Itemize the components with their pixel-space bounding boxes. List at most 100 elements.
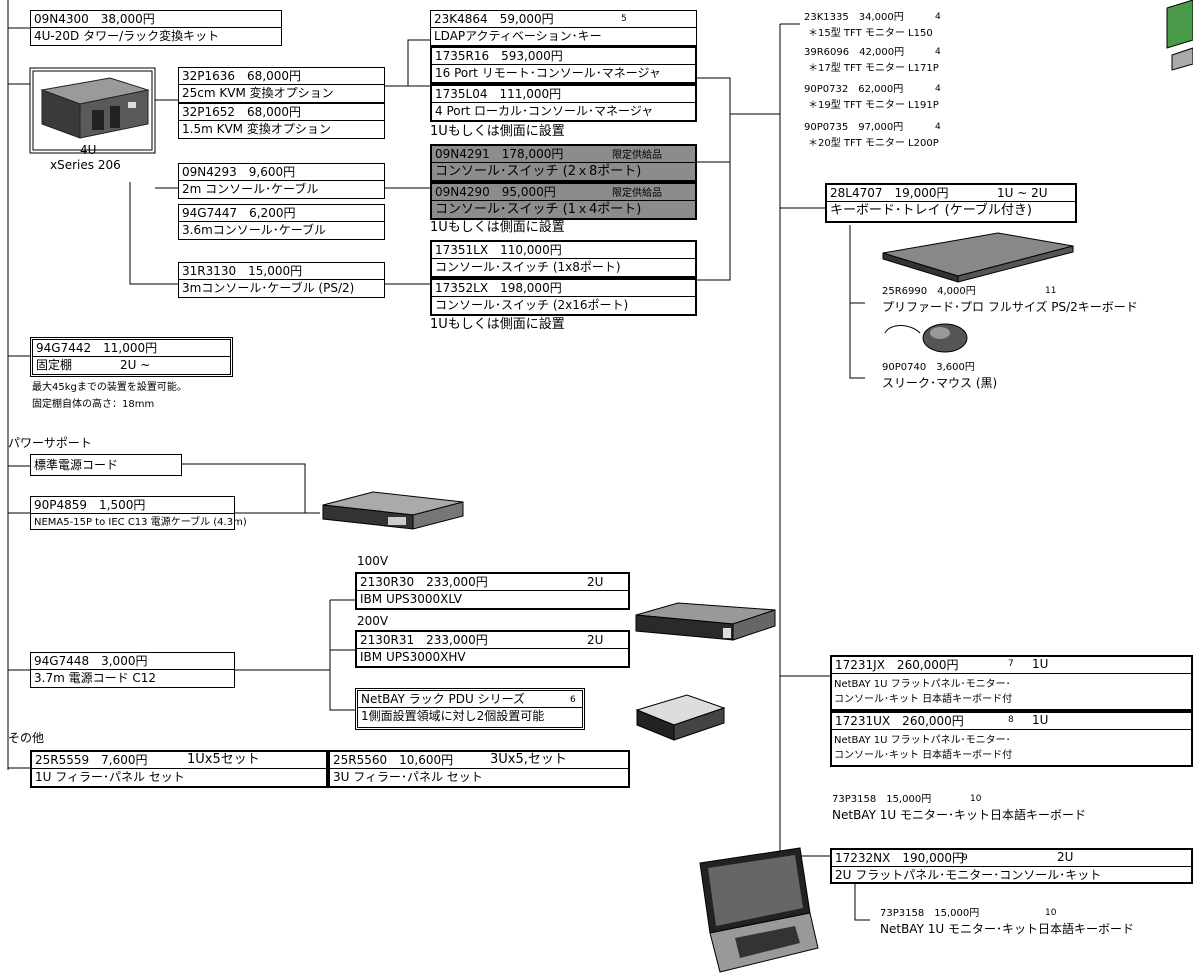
ldap-note-number: 5: [621, 14, 627, 24]
remote-console-manager-box: 1735R16 593,000円 16 Port リモート･コンソール･マネージ…: [430, 46, 697, 84]
shelf-line1: 94G7442 11,000円: [33, 340, 230, 357]
switch-2x8-line2: コンソール･スイッチ (2ｘ8ポート): [435, 164, 642, 179]
ups-xlv-line2: IBM UPS3000XLV: [360, 592, 462, 606]
mouse-line1: 90P0740 3,600円: [882, 362, 975, 373]
switch-1x4-limited: 限定供給品: [612, 188, 662, 199]
console-switch-2x16-box: 17352LX 198,000円 コンソール･スイッチ (2x16ポート): [430, 278, 697, 316]
ups-200v-label: 200V: [357, 614, 389, 628]
ups-100v-label: 100V: [357, 554, 389, 568]
power-support-title: パワーサポート: [8, 436, 92, 450]
c12-line2: 3.7m 電源コード C12: [34, 671, 157, 685]
ups-3000xhv-box: 2130R31 233,000円 2U IBM UPS3000XHV: [355, 630, 630, 668]
filler-1u-box: 25R5559 7,600円 1Ux5セット 1U フィラー･パネル セット: [30, 750, 328, 788]
flat-kit-jx-line1: 17231JX 260,000円: [832, 657, 1191, 674]
switch-2x8-line1: 09N4291 178,000円: [432, 146, 695, 163]
server-4u-label: 4U: [80, 143, 97, 157]
monitor-2-line1: 39R6096 42,000円: [804, 47, 905, 58]
shelf-box: 94G7442 11,000円 固定棚 2U ~: [30, 337, 233, 377]
shelf-line2b: 2U ~: [120, 358, 151, 372]
switch-1x4-line1: 09N4290 95,000円: [432, 184, 695, 201]
switch-1x8-line2: コンソール･スイッチ (1x8ポート): [435, 260, 621, 274]
keyboard-tray-box: 28L4707 19,000円 1U ~ 2U キーボード･トレイ (ケーブル付…: [825, 183, 1077, 223]
monitor-4-number: 4: [935, 122, 941, 132]
side-mount-note-3: 1Uもしくは側面に設置: [430, 317, 565, 332]
console-cable-1-line1: 09N4293 9,600円: [179, 164, 384, 181]
kit-kb2-number: 10: [1045, 908, 1057, 918]
kit-kb-line1: 73P3158 15,000円: [832, 794, 932, 805]
kvm-option-box-2: 32P1652 68,000円 1.5m KVM 変換オプション: [178, 103, 385, 139]
ups-image-large: [635, 602, 776, 641]
flat-2u-number: 9: [962, 853, 968, 863]
switch-1x8-line1: 17351LX 110,000円: [432, 242, 695, 259]
monitor-3-line2: ＊19型 TFT モニター L191P: [808, 100, 939, 111]
kit-kb-number: 10: [970, 794, 982, 804]
filler-3u-line1: 25R5560 10,600円: [330, 752, 628, 769]
console-cable-2-line1: 94G7447 6,200円: [179, 205, 384, 222]
lcm-line2: 4 Port ローカル･コンソール･マネージャ: [435, 104, 654, 118]
ps2-cable-box: 31R3130 15,000円 3mコンソール･ケーブル (PS/2): [178, 262, 385, 298]
monitor-3-line1: 90P0732 62,000円: [804, 84, 904, 95]
keyboard-line1: 25R6990 4,000円: [882, 286, 976, 297]
shelf-note2: 固定棚自体の高さ：18mm: [32, 399, 155, 410]
ps2-cable-line2: 3mコンソール･ケーブル (PS/2): [182, 281, 355, 295]
flat-kit-17231jx-box: 17231JX 260,000円 7 1U NetBAY 1U フラットパネル･…: [830, 655, 1193, 711]
filler-3u-size: 3Ux5,セット: [490, 752, 567, 767]
filler-1u-line2: 1U フィラー･パネル セット: [35, 770, 185, 784]
flat-kit-jx-number: 7: [1008, 659, 1014, 669]
filler-3u-line2: 3U フィラー･パネル セット: [333, 770, 483, 784]
flat-kit-jx-line3: コンソール･キット 日本語キーボード付: [834, 694, 1013, 705]
ups-xhv-line2: IBM UPS3000XHV: [360, 650, 466, 664]
ups-3000xlv-box: 2130R30 233,000円 2U IBM UPS3000XLV: [355, 572, 630, 610]
console-switch-2x8-box: 09N4291 178,000円 限定供給品 コンソール･スイッチ (2ｘ8ポー…: [430, 144, 697, 182]
server-image: [29, 67, 156, 154]
pdu-line1: NetBAY ラック PDU シリーズ: [358, 691, 582, 708]
filler-3u-box: 25R5560 10,600円 3Ux5,セット 3U フィラー･パネル セット: [328, 750, 630, 788]
flat-kit-ux-size: 1U: [1032, 713, 1049, 727]
pdu-note-number: 6: [570, 695, 576, 705]
monitor-image: [1166, 0, 1193, 71]
side-mount-note-2: 1Uもしくは側面に設置: [430, 220, 565, 235]
switch-1x4-line2: コンソール･スイッチ (1ｘ4ポート): [435, 202, 642, 217]
others-title: その他: [8, 731, 45, 745]
ups-xhv-size: 2U: [587, 633, 604, 647]
switch-2x8-limited: 限定供給品: [612, 150, 662, 161]
kvm-option-2-line2: 1.5m KVM 変換オプション: [182, 122, 331, 136]
switch-2x16-line2: コンソール･スイッチ (2x16ポート): [435, 298, 629, 312]
kvm-option-2-line1: 32P1652 68,000円: [179, 104, 384, 121]
switch-2x16-line1: 17352LX 198,000円: [432, 280, 695, 297]
mouse-image: [884, 323, 968, 353]
ldap-line1: 23K4864 59,000円: [431, 11, 696, 28]
ups-xlv-line1: 2130R30 233,000円: [357, 574, 628, 591]
monitor-1-line1: 23K1335 34,000円: [804, 12, 904, 23]
standard-power-cord-box: 標準電源コード: [30, 454, 182, 476]
console-cable-1-line2: 2m コンソール･ケーブル: [182, 182, 319, 196]
monitor-4-line2: ＊20型 TFT モニター L200P: [808, 138, 939, 149]
flat-kit-ux-line2: NetBAY 1U フラットパネル･モニター･: [834, 735, 1011, 746]
flat-2u-size: 2U: [1057, 850, 1074, 864]
flat-kit-ux-line3: コンソール･キット 日本語キーボード付: [834, 750, 1013, 761]
kvm-option-1-line2: 25cm KVM 変換オプション: [182, 86, 334, 100]
kit-kb2-line2: NetBAY 1U モニター･キット日本語キーボード: [880, 922, 1134, 936]
flat-kit-jx-line2: NetBAY 1U フラットパネル･モニター･: [834, 679, 1011, 690]
flat-kit-17232nx-box: 17232NX 190,000円 9 2U 2U フラットパネル･モニター･コン…: [830, 848, 1193, 884]
keyboard-number: 11: [1045, 286, 1057, 296]
kb-tray-line2: キーボード･トレイ (ケーブル付き): [830, 203, 1032, 218]
flat-kit-ux-line1: 17231UX 260,000円: [832, 713, 1191, 730]
kb-tray-size: 1U ~ 2U: [997, 186, 1048, 200]
monitor-2-line2: ＊17型 TFT モニター L171P: [808, 63, 939, 74]
lcm-line1: 1735L04 111,000円: [432, 86, 695, 103]
nema-line1: 90P4859 1,500円: [31, 497, 234, 514]
nema-line2: NEMA5-15P to IEC C13 電源ケーブル (4.3m): [34, 517, 247, 528]
flat-panel-kit-image: [699, 847, 819, 973]
kvm-option-box-1: 32P1636 68,000円 25cm KVM 変換オプション: [178, 67, 385, 103]
keyboard-image: [882, 232, 1074, 283]
console-cable-2-line2: 3.6mコンソール･ケーブル: [182, 223, 327, 237]
console-switch-1x4-box: 09N4290 95,000円 限定供給品 コンソール･スイッチ (1ｘ4ポート…: [430, 182, 697, 220]
server-name-label: xSeries 206: [50, 158, 121, 172]
ups-xlv-size: 2U: [587, 575, 604, 589]
monitor-1-number: 4: [935, 12, 941, 22]
mouse-line2: スリーク･マウス (黒): [882, 376, 998, 390]
rcm-line2: 16 Port リモート･コンソール･マネージャ: [435, 66, 661, 80]
